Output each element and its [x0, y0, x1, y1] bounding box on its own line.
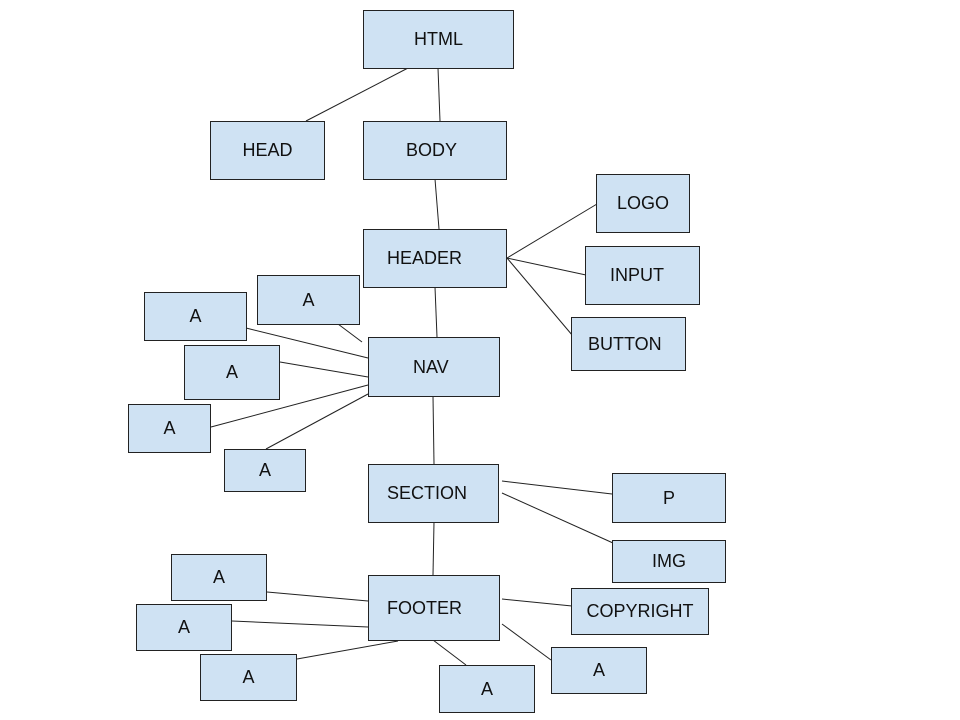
node-label: HEAD: [242, 140, 293, 160]
node-label: A: [242, 667, 255, 687]
edge-footer-a3: [296, 640, 399, 660]
edge-nav-a1: [337, 323, 363, 343]
edge-footer-a5: [501, 623, 552, 661]
edge-header-input: [506, 257, 587, 276]
node-html: HTML: [363, 10, 514, 69]
node-body: BODY: [363, 121, 507, 180]
node-section: SECTION: [368, 464, 499, 523]
edge-header-logo: [506, 203, 598, 259]
node-nav-a1: A: [257, 275, 360, 325]
edge-footer-a2: [231, 620, 369, 628]
edge-nav-section: [432, 395, 435, 465]
edge-footer-copyright: [501, 598, 573, 607]
node-footer-a2: A: [136, 604, 232, 651]
node-nav-a5: A: [224, 449, 306, 492]
node-label: A: [177, 617, 190, 637]
node-label: LOGO: [616, 193, 669, 213]
node-label: A: [212, 567, 225, 587]
node-header: HEADER: [363, 229, 507, 288]
edge-html-head: [305, 67, 409, 122]
node-label: SECTION: [387, 483, 468, 503]
node-label: A: [163, 418, 176, 438]
node-nav-a2: A: [144, 292, 247, 341]
edge-nav-a3: [279, 361, 369, 378]
node-label: A: [189, 306, 202, 326]
node-p: P: [612, 473, 726, 523]
edge-html-body: [437, 67, 441, 122]
node-img: IMG: [612, 540, 726, 583]
node-label: A: [225, 362, 238, 382]
node-label: INPUT: [610, 265, 664, 285]
edge-footer-a1: [266, 591, 369, 602]
edge-section-p: [501, 480, 613, 495]
node-label: HTML: [414, 29, 463, 49]
edge-body-header: [434, 178, 440, 230]
edge-footer-a4: [432, 639, 467, 666]
node-label: NAV: [413, 356, 449, 377]
node-footer-a1: A: [171, 554, 267, 601]
node-footer-a4: A: [439, 665, 535, 713]
node-label: A: [592, 660, 605, 680]
node-label: P: [662, 487, 675, 508]
node-footer: FOOTER: [368, 575, 500, 641]
node-label: COPYRIGHT: [586, 601, 694, 621]
edge-section-img: [501, 492, 614, 544]
node-label: HEADER: [387, 248, 463, 268]
node-footer-a3: A: [200, 654, 297, 701]
node-nav-a4: A: [128, 404, 211, 453]
edge-nav-a4: [210, 384, 369, 428]
node-label: IMG: [652, 551, 686, 571]
node-label: A: [258, 460, 271, 480]
node-footer-a5: A: [551, 647, 647, 694]
node-logo: LOGO: [596, 174, 690, 233]
edge-header-button: [506, 257, 579, 343]
node-label: A: [302, 289, 315, 310]
node-label: BODY: [406, 140, 458, 160]
node-button: BUTTON: [571, 317, 686, 371]
node-copyright: COPYRIGHT: [571, 588, 709, 635]
edge-nav-a2: [245, 327, 369, 359]
edge-section-footer: [432, 521, 435, 576]
node-input: INPUT: [585, 246, 700, 305]
node-nav: NAV: [368, 337, 500, 397]
edge-nav-a5: [265, 393, 369, 450]
node-label: BUTTON: [588, 333, 662, 354]
node-label: A: [480, 678, 493, 699]
node-nav-a3: A: [184, 345, 280, 400]
node-label: FOOTER: [387, 597, 462, 618]
node-head: HEAD: [210, 121, 325, 180]
edge-header-nav: [434, 286, 438, 338]
